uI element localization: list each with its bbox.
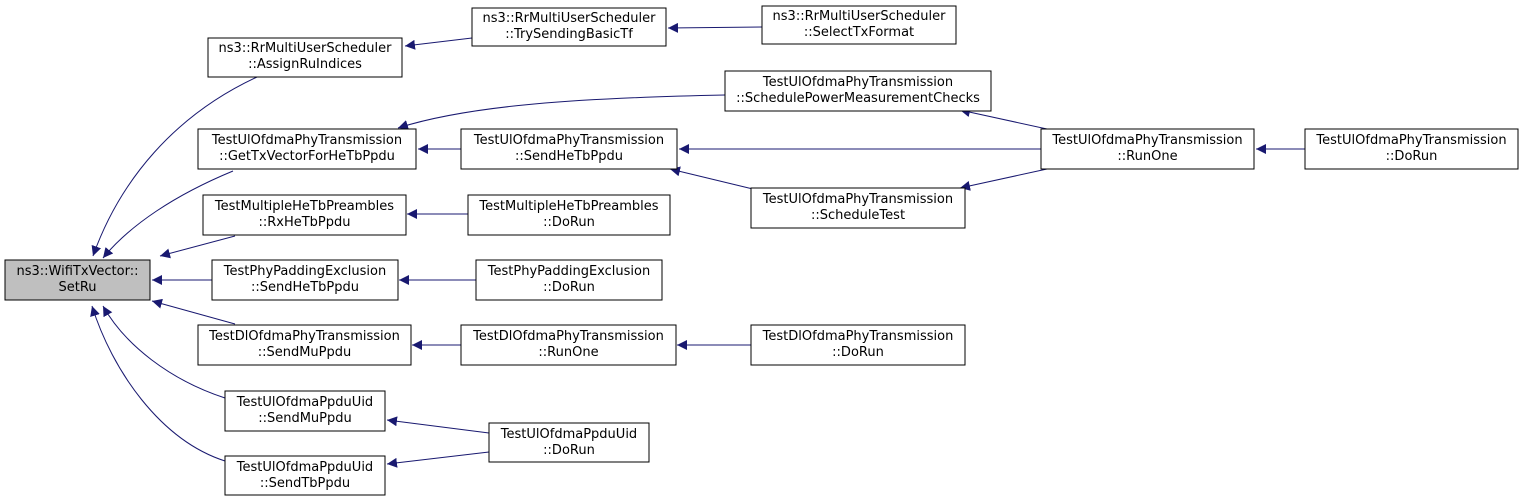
node-rrmultiuserscheduler-assignruindices[interactable]: ns3::RrMultiUserScheduler ::AssignRuIndi… bbox=[207, 37, 403, 78]
node-label-line2: ::SendHeTbPpdu bbox=[515, 149, 623, 164]
node-testulofdmaphytransmission-dorun[interactable]: TestUlOfdmaPhyTransmission ::DoRun bbox=[1304, 128, 1519, 170]
node-testdlofdmaphytransmission-sendmuppdu[interactable]: TestDlOfdmaPhyTransmission ::SendMuPpdu bbox=[197, 324, 412, 366]
edge-dlsendmu-to-setru bbox=[151, 298, 236, 325]
node-testulofdmappduuid-sendmuppdu[interactable]: TestUlOfdmaPpduUid ::SendMuPpdu bbox=[224, 390, 386, 432]
node-label-line1: TestUlOfdmaPpduUid bbox=[236, 395, 373, 410]
node-label-line2: ::TrySendingBasicTf bbox=[505, 27, 633, 42]
node-label-line1: TestUlOfdmaPpduUid bbox=[500, 427, 637, 442]
node-label-line1: TestMultipleHeTbPreambles bbox=[214, 199, 394, 214]
node-label-line1: ns3::WifiTxVector:: bbox=[16, 264, 138, 279]
node-testmultiplehetbpreambles-rxhetbppdu[interactable]: TestMultipleHeTbPreambles ::RxHeTbPpdu bbox=[202, 194, 407, 236]
node-rrmultiuserscheduler-selecttxformat[interactable]: ns3::RrMultiUserScheduler ::SelectTxForm… bbox=[761, 5, 957, 45]
node-label-line2: ::DoRun bbox=[543, 215, 595, 230]
node-label-line1: TestMultipleHeTbPreambles bbox=[478, 199, 658, 214]
node-testulofdmaphytransmission-runone[interactable]: TestUlOfdmaPhyTransmission ::RunOne bbox=[1040, 128, 1255, 170]
node-label-line2: ::SchedulePowerMeasurementChecks bbox=[736, 91, 980, 106]
edge-schedtest-to-sendhetb bbox=[669, 166, 758, 191]
node-label-line1: TestPhyPaddingExclusion bbox=[223, 264, 386, 279]
edge-uidsendmu-to-setru bbox=[102, 305, 226, 399]
edge-ulrunone-to-schedpower bbox=[959, 107, 1048, 130]
node-label-line1: TestDlOfdmaPhyTransmission bbox=[472, 329, 664, 344]
node-testulofdmappduuid-dorun[interactable]: TestUlOfdmaPpduUid ::DoRun bbox=[488, 422, 650, 463]
node-testdlofdmaphytransmission-dorun[interactable]: TestDlOfdmaPhyTransmission ::DoRun bbox=[750, 324, 966, 366]
node-label-line1: TestUlOfdmaPhyTransmission bbox=[1051, 133, 1242, 148]
node-label-line2: ::SendMuPpdu bbox=[258, 345, 352, 360]
edge-assignru-to-setru bbox=[91, 76, 258, 257]
node-label-line1: TestUlOfdmaPhyTransmission bbox=[473, 133, 664, 148]
node-label-line1: ns3::RrMultiUserScheduler bbox=[773, 9, 947, 24]
node-label-line1: ns3::RrMultiUserScheduler bbox=[483, 11, 657, 26]
node-testulofdmaphytransmission-sendhetbppdu[interactable]: TestUlOfdmaPhyTransmission ::SendHeTbPpd… bbox=[460, 128, 678, 170]
node-testphypaddingexclusion-dorun[interactable]: TestPhyPaddingExclusion ::DoRun bbox=[475, 259, 663, 301]
node-testphypaddingexclusion-sendhetbppdu[interactable]: TestPhyPaddingExclusion ::SendHeTbPpdu bbox=[211, 259, 399, 301]
nodes: ns3::WifiTxVector:: SetRu ns3::RrMultiUs… bbox=[4, 5, 1519, 496]
node-testmultiplehetbpreambles-dorun[interactable]: TestMultipleHeTbPreambles ::DoRun bbox=[467, 194, 671, 236]
node-testulofdmappduuid-sendtbppdu[interactable]: TestUlOfdmaPpduUid ::SendTbPpdu bbox=[224, 455, 386, 496]
edge-trysending-to-assignru bbox=[404, 37, 473, 50]
node-label-line2: ::RunOne bbox=[1117, 149, 1177, 164]
node-testulofdmaphytransmission-schedulepowermeasurementchecks[interactable]: TestUlOfdmaPhyTransmission ::SchedulePow… bbox=[724, 70, 992, 112]
node-label-line1: TestUlOfdmaPhyTransmission bbox=[762, 192, 953, 207]
edge-rxhetb-to-setru bbox=[159, 235, 236, 259]
node-wifitxvector-setru[interactable]: ns3::WifiTxVector:: SetRu bbox=[4, 259, 151, 301]
node-label-line2: ::RunOne bbox=[538, 345, 598, 360]
node-label-line1: TestDlOfdmaPhyTransmission bbox=[762, 329, 954, 344]
node-label-line1: TestUlOfdmaPpduUid bbox=[236, 460, 373, 475]
node-label-line2: SetRu bbox=[58, 280, 96, 295]
edge-uiddorun-to-uidsendtb bbox=[386, 451, 490, 468]
node-testulofdmaphytransmission-gettxvectorforhetbppdu[interactable]: TestUlOfdmaPhyTransmission ::GetTxVector… bbox=[197, 128, 417, 170]
node-label-line1: TestUlOfdmaPhyTransmission bbox=[762, 75, 953, 90]
edge-gettxvec-to-setru bbox=[102, 170, 234, 259]
node-label-line1: TestDlOfdmaPhyTransmission bbox=[208, 329, 400, 344]
node-label-line1: ns3::RrMultiUserScheduler bbox=[219, 41, 393, 56]
node-label-line2: ::DoRun bbox=[832, 345, 884, 360]
edges bbox=[90, 22, 1305, 468]
node-rrmultiuserscheduler-trysendingbasictf[interactable]: ns3::RrMultiUserScheduler ::TrySendingBa… bbox=[471, 7, 667, 47]
node-label-line2: ::GetTxVectorForHeTbPpdu bbox=[219, 149, 395, 164]
node-testdlofdmaphytransmission-runone[interactable]: TestDlOfdmaPhyTransmission ::RunOne bbox=[460, 324, 677, 366]
node-label-line2: ::SendTbPpdu bbox=[260, 476, 350, 491]
node-label-line1: TestUlOfdmaPhyTransmission bbox=[1315, 133, 1506, 148]
node-label-line2: ::SendMuPpdu bbox=[258, 411, 352, 426]
edge-schedpower-to-gettxvec bbox=[397, 94, 726, 130]
node-label-line2: ::ScheduleTest bbox=[811, 208, 905, 223]
edge-uiddorun-to-uidsendmu bbox=[386, 416, 490, 434]
node-label-line2: ::DoRun bbox=[543, 443, 595, 458]
node-label-line2: ::SelectTxFormat bbox=[804, 25, 914, 40]
node-label-line2: ::DoRun bbox=[1386, 149, 1438, 164]
node-label-line1: TestPhyPaddingExclusion bbox=[487, 264, 650, 279]
node-label-line1: TestUlOfdmaPhyTransmission bbox=[211, 133, 402, 148]
node-label-line2: ::DoRun bbox=[543, 280, 595, 295]
edge-uidsendtb-to-setru bbox=[90, 305, 226, 462]
node-label-line2: ::RxHeTbPpdu bbox=[258, 215, 350, 230]
node-testulofdmaphytransmission-scheduletest[interactable]: TestUlOfdmaPhyTransmission ::ScheduleTes… bbox=[750, 187, 966, 229]
edge-ulrunone-to-schedtest bbox=[959, 168, 1048, 191]
edge-selecttx-to-trysending bbox=[667, 22, 763, 33]
node-label-line2: ::AssignRuIndices bbox=[248, 57, 362, 72]
node-label-line2: ::SendHeTbPpdu bbox=[251, 280, 359, 295]
